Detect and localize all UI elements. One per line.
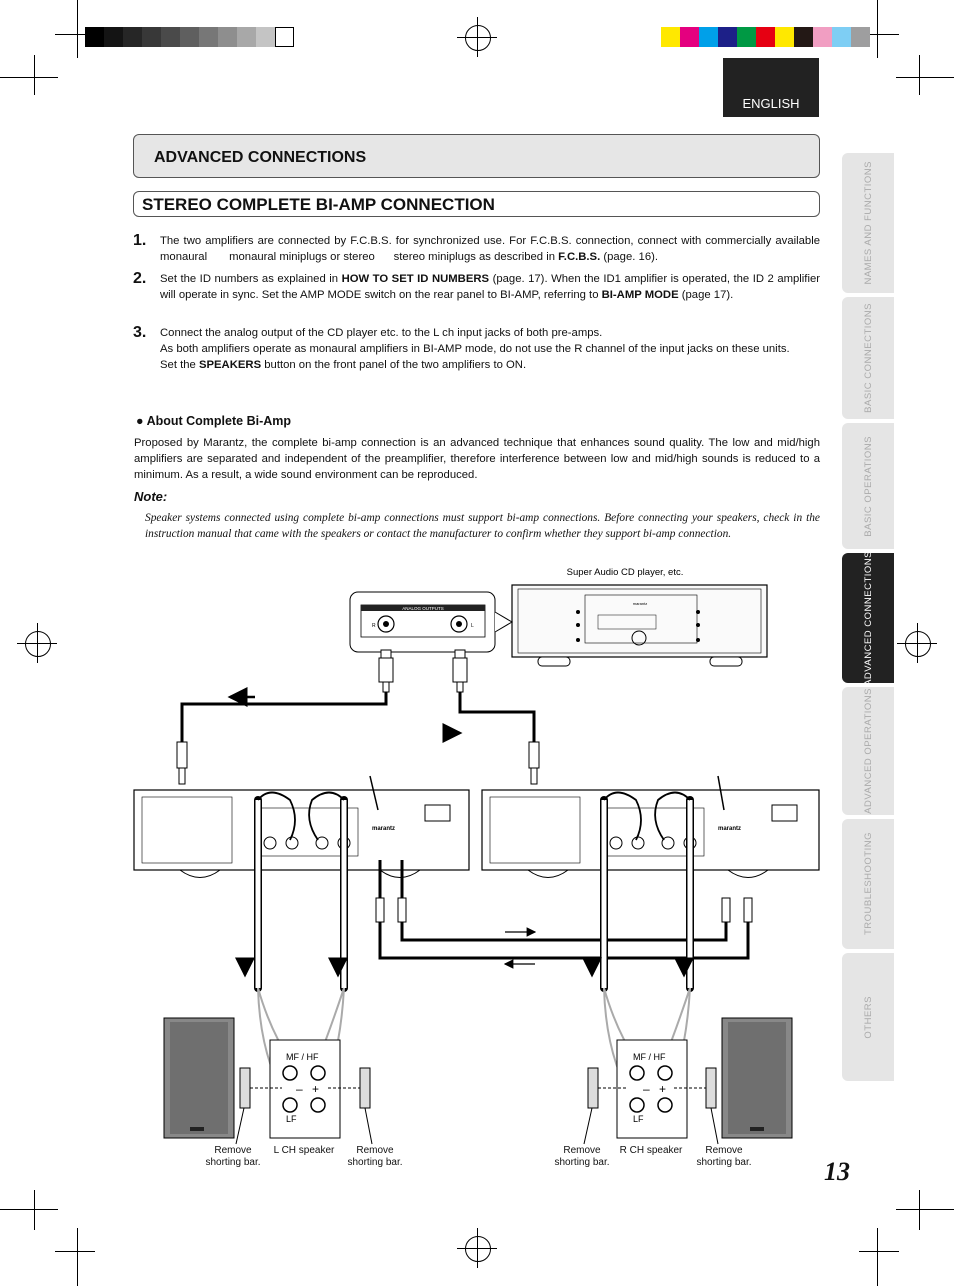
step-3-text: Connect the analog output of the CD play… — [160, 327, 790, 371]
graybar-swatch — [104, 27, 123, 47]
colorbar-swatch — [680, 27, 699, 47]
speaker-cables-left — [254, 791, 348, 1106]
section-title-bar: ADVANCED CONNECTIONS — [133, 134, 820, 178]
colorbar-swatch — [813, 27, 832, 47]
language-label: ENGLISH — [742, 96, 800, 111]
step-1-number: 1. — [133, 232, 147, 249]
left-plus: + — [312, 1082, 319, 1096]
cd-player: marantz — [511, 584, 768, 667]
graybar-swatch — [85, 27, 104, 47]
right-mfhf-label: MF / HF — [633, 1052, 666, 1062]
step-3-number: 3. — [133, 324, 147, 341]
jack-r-label: R — [372, 623, 376, 629]
graybar-swatch — [161, 27, 180, 47]
left-minus: – — [296, 1082, 303, 1096]
rca-cables — [176, 649, 540, 785]
analog-outputs-callout: ANALOG OUTPUTS R L — [349, 591, 513, 653]
step-2-number: 2. — [133, 270, 147, 287]
graybar-swatch — [142, 27, 161, 47]
colorbar-swatch — [661, 27, 680, 47]
subsection-title-bar: STEREO COMPLETE BI-AMP CONNECTION — [133, 191, 820, 217]
colorbar-swatch — [775, 27, 794, 47]
graybar-swatch — [256, 27, 275, 47]
graybar-swatch — [237, 27, 256, 47]
graybar-swatch — [180, 27, 199, 47]
speaker-cables-right — [600, 791, 694, 1106]
page-number: 13 — [824, 1157, 850, 1186]
colorbar-swatch — [699, 27, 718, 47]
graybar-swatch — [123, 27, 142, 47]
subsection-title: STEREO COMPLETE BI-AMP CONNECTION — [142, 195, 495, 214]
amplifier-2-logo: marantz — [718, 826, 741, 832]
left-speaker-caption: L CH speaker — [273, 1145, 335, 1156]
cd-player-logo: marantz — [633, 601, 647, 606]
right-speaker-caption: R CH speaker — [619, 1145, 683, 1156]
bullet-icon: ● — [136, 414, 144, 428]
tab-basic-operations[interactable]: BASIC OPERATIONS — [842, 423, 894, 549]
tab-troubleshooting[interactable]: TROUBLESHOOTING — [842, 819, 894, 949]
language-tab: ENGLISH — [723, 58, 819, 117]
left-lf-label: LF — [286, 1114, 297, 1124]
tab-advanced-connections[interactable]: ADVANCED CONNECTIONS — [842, 551, 894, 685]
step-2-text: Set the ID numbers as explained in HOW T… — [160, 273, 821, 301]
colorbar-swatch — [851, 27, 870, 47]
amplifier-2: marantz — [481, 775, 820, 878]
tab-advanced-operations[interactable]: ADVANCED OPERATIONS — [842, 687, 894, 815]
colorbar-swatch — [718, 27, 737, 47]
note-heading: Note: — [134, 489, 168, 504]
right-minus: – — [643, 1082, 650, 1096]
analog-outputs-label: ANALOG OUTPUTS — [402, 606, 444, 611]
colorbar-swatch — [832, 27, 851, 47]
note-text: Speaker systems connected using complete… — [145, 512, 820, 540]
colorbar-swatch — [756, 27, 775, 47]
amplifier-1: marantz — [133, 775, 470, 878]
graybar-swatch — [218, 27, 237, 47]
graybar-swatch — [199, 27, 218, 47]
colorbar-swatch — [794, 27, 813, 47]
tab-basic-connections[interactable]: BASIC CONNECTIONS — [842, 297, 894, 419]
right-plus: + — [659, 1082, 666, 1096]
section-title: ADVANCED CONNECTIONS — [154, 149, 367, 166]
right-speaker: MF / HF LF – + — [587, 1017, 793, 1139]
cd-player-caption: Super Audio CD player, etc. — [567, 567, 684, 578]
left-mfhf-label: MF / HF — [286, 1052, 319, 1062]
left-speaker: MF / HF LF – + — [163, 1017, 371, 1139]
step-1-text: The two amplifiers are connected by F.C.… — [160, 235, 820, 263]
about-heading: ● About Complete Bi-Amp — [136, 414, 292, 428]
jack-l-label: L — [471, 623, 474, 629]
graybar-swatch — [275, 27, 294, 47]
amplifier-1-logo: marantz — [372, 826, 395, 832]
tab-names-and-functions[interactable]: NAMES AND FUNCTIONS — [842, 153, 894, 293]
about-text: Proposed by Marantz, the complete bi-amp… — [134, 437, 820, 481]
tab-others[interactable]: OTHERS — [842, 953, 894, 1081]
colorbar-swatch — [737, 27, 756, 47]
right-lf-label: LF — [633, 1114, 644, 1124]
